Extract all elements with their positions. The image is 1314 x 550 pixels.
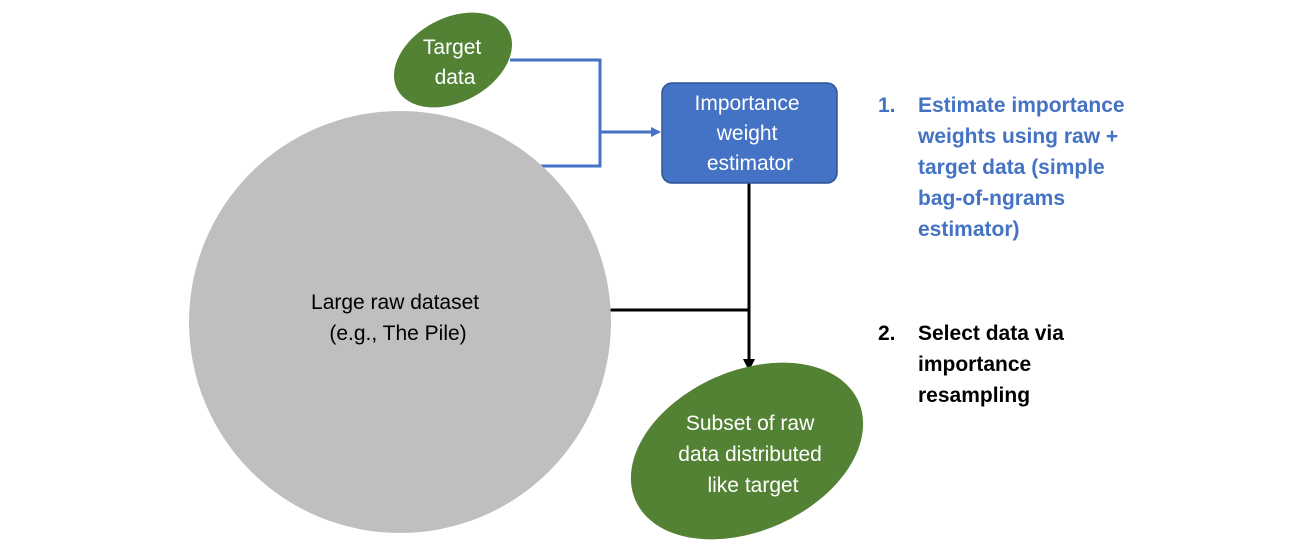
- step-text: Select data via importance resampling: [918, 322, 1064, 407]
- subset-node: Subset of raw data distributed like targ…: [630, 362, 864, 540]
- raw-dataset-node: Large raw dataset (e.g., The Pile): [189, 111, 611, 533]
- target-data-label: Target data: [423, 36, 487, 89]
- estimator-box: [661, 82, 838, 184]
- raw-to-estimator-connector: [540, 132, 602, 168]
- subset-label-line: data distributed: [678, 443, 822, 466]
- subset-label: Subset of raw data distributed like targ…: [678, 412, 827, 497]
- output-connectors: [610, 183, 755, 371]
- estimator-label-line: Importance: [695, 92, 800, 115]
- target-data-label-line: data: [435, 66, 476, 89]
- raw-dataset-label-line: (e.g., The Pile): [329, 322, 466, 345]
- target-data-ellipse: [393, 12, 513, 108]
- raw-dataset-label-line: Large raw dataset: [311, 291, 479, 314]
- step-number: 1.: [878, 94, 896, 117]
- estimator-label-line: estimator: [707, 152, 793, 175]
- raw-dataset-circle: [189, 111, 611, 533]
- estimator-node: Importance weight estimator: [661, 82, 838, 184]
- estimator-label: Importance weight estimator: [695, 92, 806, 175]
- target-data-label-line: Target: [423, 36, 482, 59]
- step-number: 2.: [878, 322, 896, 345]
- subset-label-line: like target: [707, 474, 798, 497]
- input-connectors: [510, 58, 661, 168]
- target-data-node: Target data: [393, 12, 513, 108]
- raw-dataset-label: Large raw dataset (e.g., The Pile): [311, 291, 485, 345]
- estimator-label-line: weight: [716, 122, 778, 145]
- step-text: Estimate importance weights using raw + …: [918, 94, 1125, 241]
- subset-ellipse: [630, 362, 864, 540]
- target-to-estimator-connector: [510, 58, 602, 132]
- subset-label-line: Subset of raw: [686, 412, 815, 435]
